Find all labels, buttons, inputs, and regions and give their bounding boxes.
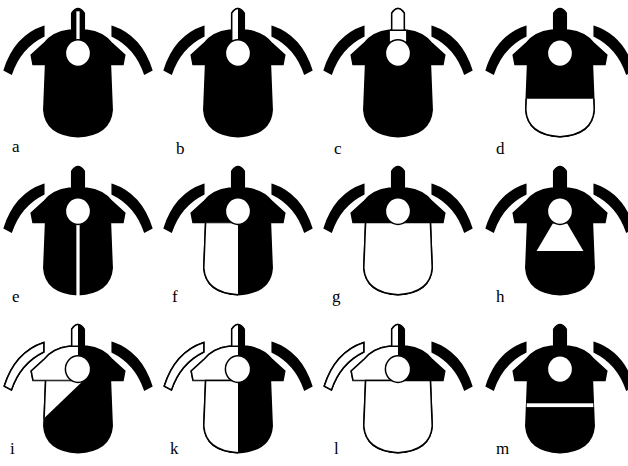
vertebra-figure	[486, 166, 628, 294]
vertebra-part	[526, 223, 594, 295]
vertebra-part	[364, 381, 432, 453]
vertebra-part	[44, 65, 112, 137]
spinal-canal	[225, 356, 250, 383]
vertebra-figure	[324, 324, 472, 452]
figure-letter: i	[10, 440, 15, 458]
vertebra-figure	[486, 8, 628, 136]
vertebra-part	[554, 8, 567, 43]
unossified-part	[204, 381, 272, 453]
vertebra-figure	[324, 8, 472, 136]
vertebra-figure	[324, 166, 472, 294]
vertebra-figure	[164, 324, 312, 452]
vertebra-figure	[164, 8, 312, 136]
figure-letter: c	[334, 140, 342, 158]
vertebra-part	[364, 65, 432, 137]
vertebra-part	[204, 223, 272, 295]
figure-letter: g	[332, 288, 341, 306]
unossified-part	[364, 223, 432, 295]
vertebra-part	[232, 8, 245, 43]
figure-letter: h	[496, 288, 505, 306]
vertebra-figure	[486, 324, 628, 452]
spinal-canal	[547, 198, 572, 225]
vertebra-part	[44, 381, 112, 453]
unossified-part	[364, 381, 432, 453]
figure-letter: l	[334, 440, 339, 458]
spinal-canal	[385, 198, 410, 225]
spinal-canal	[225, 40, 250, 67]
spinal-canal	[385, 356, 410, 383]
vertebra-part	[554, 166, 567, 201]
figure-letter: k	[170, 440, 179, 458]
vertebra-part	[204, 381, 272, 453]
cleft-gap	[527, 403, 594, 407]
vertebra-part	[364, 223, 432, 295]
spinal-canal	[547, 356, 572, 383]
vertebra-figure	[4, 8, 152, 136]
spinal-canal	[225, 198, 250, 225]
vertebra-figure	[164, 166, 312, 294]
figure-letter: e	[12, 288, 20, 306]
vertebra-part	[72, 166, 85, 201]
unossified-part	[204, 223, 272, 295]
vertebra-part	[204, 65, 272, 137]
spinal-canal	[65, 198, 90, 225]
figure-letter: f	[172, 288, 178, 306]
unossified-part	[324, 343, 364, 391]
unossified-part	[164, 343, 204, 391]
unossified-part	[44, 381, 112, 453]
vertebra-figure	[4, 324, 152, 452]
vertebra-figure	[4, 166, 152, 296]
spinal-canal	[547, 40, 572, 67]
vertebra-part	[232, 166, 245, 201]
figure-letter: d	[496, 140, 505, 158]
figure-letter: a	[12, 138, 20, 156]
figure-letter: b	[176, 140, 185, 158]
figure-letter: m	[496, 440, 509, 458]
vertebra-part	[554, 324, 567, 359]
vertebra-part	[392, 166, 405, 201]
spinal-canal	[385, 40, 410, 67]
vertebra-part	[526, 381, 594, 453]
unossified-part	[526, 65, 594, 137]
cleft-gap	[537, 223, 584, 251]
unossified-part	[4, 343, 44, 391]
unossified-part	[232, 8, 245, 43]
spinal-canal	[65, 40, 90, 67]
cleft-gap	[76, 223, 79, 297]
vertebra-part	[526, 65, 594, 137]
spinal-canal	[65, 356, 90, 383]
